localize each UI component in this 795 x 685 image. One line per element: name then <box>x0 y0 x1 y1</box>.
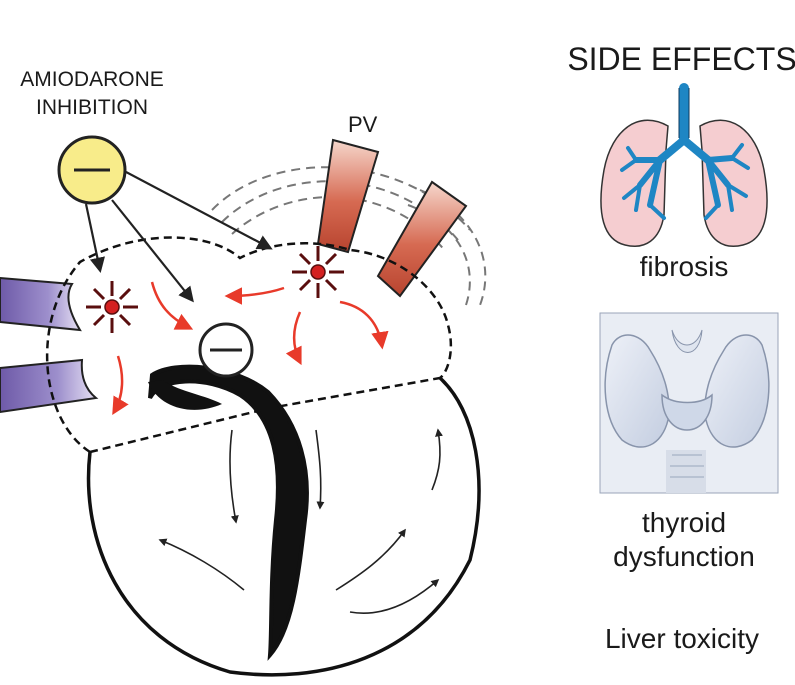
amiodarone-inhibitor <box>57 135 127 205</box>
inhibitor-label-line2: INHIBITION <box>36 96 148 119</box>
ectopic-focus-pv <box>292 246 344 298</box>
thyroid-label-line1: thyroid <box>642 507 726 538</box>
septum <box>148 364 309 661</box>
inhibition-arrows <box>84 171 273 303</box>
thyroid-label-line2: dysfunction <box>613 541 755 572</box>
ectopic-focus-left <box>86 281 138 333</box>
thyroid-icon <box>599 312 779 494</box>
side-effects-panel: SIDE EFFECTS fibrosis <box>567 41 795 654</box>
fibrosis-label: fibrosis <box>640 251 729 282</box>
lungs-icon <box>600 83 768 247</box>
block-symbol <box>198 322 254 378</box>
side-effects-title: SIDE EFFECTS <box>567 41 795 77</box>
liver-toxicity-label: Liver toxicity <box>605 623 759 654</box>
propagation-arrows <box>112 281 389 416</box>
inhibitor-label-line1: AMIODARONE <box>20 68 164 91</box>
ventricle-arrows <box>158 428 443 614</box>
heart-diagram: AMIODARONE INHIBITION <box>0 68 487 677</box>
septum-upper-lobe <box>148 380 222 410</box>
atrium-outline <box>45 236 453 454</box>
pv-label: PV <box>348 112 378 137</box>
ventricle-outline <box>86 376 481 677</box>
